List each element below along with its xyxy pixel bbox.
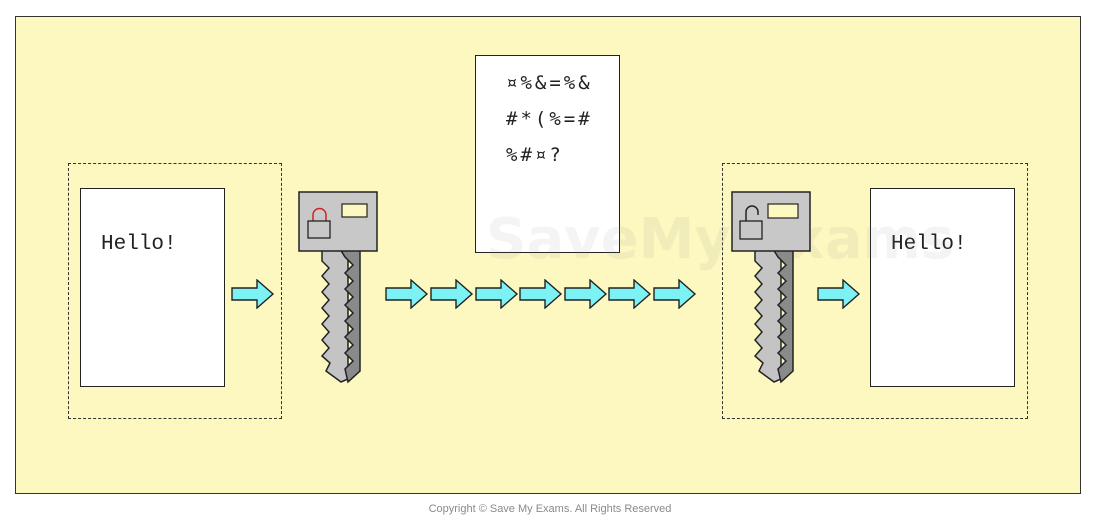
arrow-right-icon	[385, 279, 429, 309]
arrow-right-icon	[519, 279, 563, 309]
encryption-key-icon	[298, 191, 378, 384]
arrow-right-icon	[430, 279, 474, 309]
ciphertext-document: ¤%&=%& #*(%=# %#¤?	[475, 55, 620, 253]
arrow-right-icon	[231, 279, 275, 309]
plaintext-left: Hello!	[101, 233, 177, 256]
ciphertext-line-3: %#¤?	[506, 144, 564, 166]
plaintext-document-left: Hello!	[80, 188, 225, 387]
key-label	[767, 203, 799, 219]
lock-closed-icon	[307, 207, 331, 239]
copyright-notice: Copyright © Save My Exams. All Rights Re…	[428, 503, 672, 515]
key-shaft-dark	[338, 248, 361, 384]
arrow-right-icon	[564, 279, 608, 309]
key-shaft-dark	[771, 248, 794, 384]
plaintext-right: Hello!	[891, 233, 967, 256]
plaintext-document-right: Hello!	[870, 188, 1015, 387]
sender-group	[68, 163, 282, 419]
decryption-key-icon	[731, 191, 811, 384]
receiver-group	[722, 163, 1028, 419]
ciphertext-line-2: #*(%=#	[506, 108, 593, 130]
arrow-right-icon	[475, 279, 519, 309]
ciphertext-line-1: ¤%&=%&	[506, 72, 593, 94]
lock-open-icon	[739, 205, 763, 240]
key-label	[341, 203, 368, 218]
key-shaft-light	[320, 248, 349, 383]
arrow-right-icon	[608, 279, 652, 309]
diagram-panel: Hello! ¤%&=%& #*(%=# %#¤? Hello! SaveMy …	[15, 16, 1081, 494]
arrow-right-icon	[817, 279, 861, 309]
key-shaft-light	[753, 248, 782, 383]
arrow-right-icon	[653, 279, 697, 309]
